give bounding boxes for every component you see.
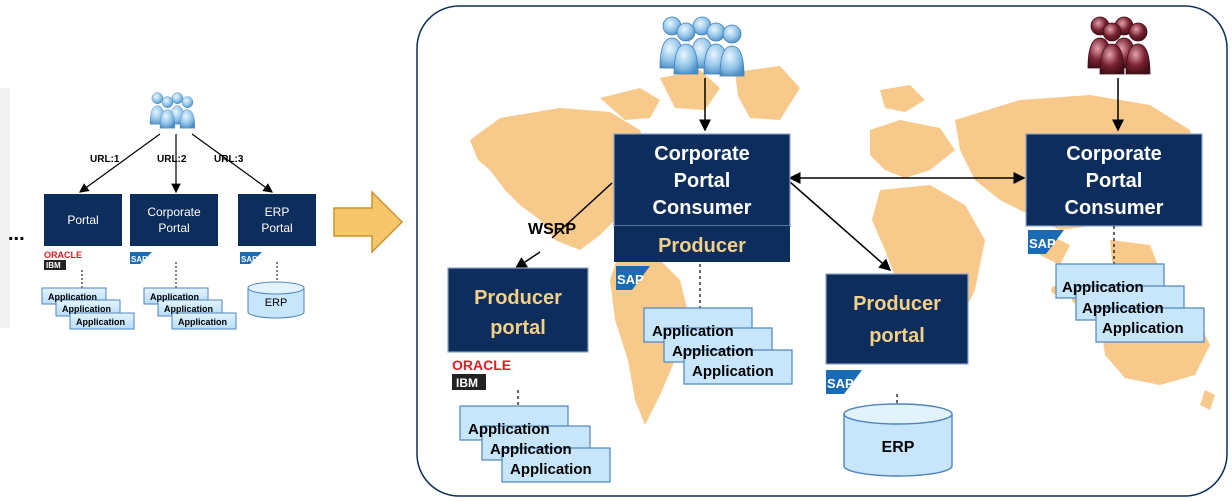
left-erp-database-icon [247,281,305,319]
producer-oracle-line1: Producer [474,287,562,309]
corporate-portal-box [130,194,218,246]
ibm-logo-bg [44,260,66,270]
consumer-right-line1: Corporate [1066,143,1162,165]
left-app-2a: Application [150,292,199,302]
maroon-users-icon [1087,16,1151,75]
wsrp-label: WSRP [528,221,576,238]
left-erp-label: ERP [265,297,288,309]
ibm-logo-right-bg [452,374,486,390]
producer-sap-line2: portal [869,325,925,347]
sap-logo-right-2-shape [826,370,862,394]
sap-logo-right-1: SAP [617,272,644,287]
sap-logo-right-3-shape [1028,230,1064,254]
app-right-2: Application [1082,300,1164,317]
sap-logo-shape-2 [240,252,262,264]
oracle-logo: ORACLE [44,250,82,260]
producer-oracle-line2: portal [490,317,546,339]
producer-portal-sap [825,273,969,365]
sap-logo-right-1-shape [616,266,650,290]
corporate-portal-line1: Corporate [147,205,201,219]
app-oracle-1: Application [468,421,550,438]
consumer-left-line2: Portal [674,170,731,192]
sap-logo-1: SAP [131,255,148,264]
producer-strip [614,226,790,262]
portal-box [44,194,122,246]
oracle-logo-right: ORACLE [452,357,511,373]
users-group-icon [149,92,196,129]
left-app-1b: Application [62,304,111,314]
app-right-3: Application [1102,320,1184,337]
erp-portal-line1: ERP [265,205,290,219]
sap-logo-shape-1 [130,252,152,264]
app-center-3: Application [692,363,774,380]
ibm-logo-right: IBM [456,376,478,390]
ibm-logo: IBM [46,261,61,270]
erp-database-icon [843,403,953,477]
producer-strip-label: Producer [658,235,746,257]
app-center-1: Application [652,323,734,340]
erp-database-label: ERP [882,439,915,456]
consumer-right-line2: Portal [1086,170,1143,192]
url2-label: URL:2 [157,154,187,165]
transition-arrow-icon [333,190,404,254]
corporate-portal-line2: Portal [158,221,189,235]
consumer-right-line3: Consumer [1065,197,1164,219]
producer-portal-oracle [447,267,589,353]
consumer-left-line3: Consumer [653,197,752,219]
erp-portal-line2: Portal [261,221,292,235]
ellipsis-label: ... [8,223,25,245]
corporate-portal-consumer-left [613,133,791,227]
portal-box-label: Portal [67,213,98,227]
app-center-2: Application [672,343,754,360]
left-app-1c: Application [76,317,125,327]
left-overview: URL:1 URL:2 URL:3 Portal Corporate Porta… [0,88,316,330]
app-right-1: Application [1062,279,1144,296]
erp-portal-box [238,194,316,246]
sap-logo-right-3: SAP [1029,236,1056,251]
url1-label: URL:1 [90,154,120,165]
app-oracle-2: Application [490,441,572,458]
producer-sap-line1: Producer [853,293,941,315]
sap-logo-2: SAP [241,255,258,264]
consumer-left-line1: Corporate [654,143,750,165]
blue-users-icon [659,16,745,77]
left-app-2c: Application [178,317,227,327]
app-oracle-3: Application [510,461,592,478]
sap-logo-right-2: SAP [827,376,854,391]
left-app-2b: Application [164,304,213,314]
left-app-1a: Application [48,292,97,302]
url3-label: URL:3 [214,154,244,165]
corporate-portal-consumer-right [1025,133,1203,227]
left-shadow-strip [0,88,10,328]
